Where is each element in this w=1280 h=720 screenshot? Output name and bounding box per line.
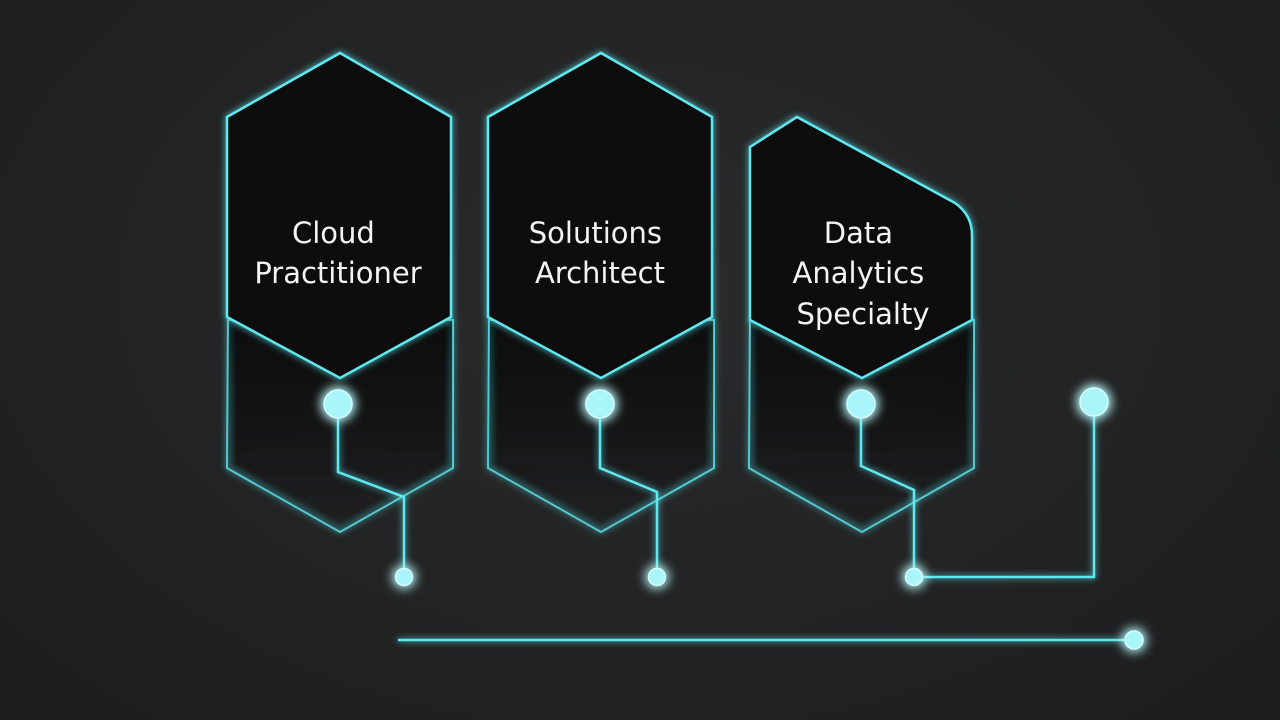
label-cloud-practitioner: Cloud Practitioner [254,216,421,290]
label-solutions-architect: Solutions Architect [529,216,671,290]
label-line: Specialty [796,297,929,331]
connector-4 [914,402,1096,579]
label-data-analytics-specialty: Data Analytics Specialty [793,216,934,331]
hexagon-labels: Cloud Practitioner Solutions Architect D… [254,216,934,331]
node-end-3 [904,567,924,587]
node-baseline-end [1124,630,1144,650]
node-solutions-architect[interactable] [585,389,615,419]
label-line: Analytics [793,256,925,290]
hexagon-data-analytics-specialty[interactable] [748,115,974,380]
connector-lines [336,402,1134,642]
label-line: Architect [535,256,665,290]
hexagon-cloud-practitioner[interactable] [225,51,453,380]
connector-2 [598,404,659,577]
label-line: Data [824,216,893,250]
node-end-1 [394,567,414,587]
label-line: Solutions [529,216,662,250]
nodes [323,387,1144,650]
connector-1 [336,404,406,577]
node-data-analytics[interactable] [846,389,876,419]
node-next-step[interactable] [1079,387,1109,417]
hexagon-solutions-architect[interactable] [486,51,714,380]
hexagons [225,51,974,380]
node-end-2 [647,567,667,587]
label-line: Practitioner [254,256,421,290]
node-cloud-practitioner[interactable] [323,389,353,419]
label-line: Cloud [292,216,375,250]
connector-3 [859,404,916,577]
